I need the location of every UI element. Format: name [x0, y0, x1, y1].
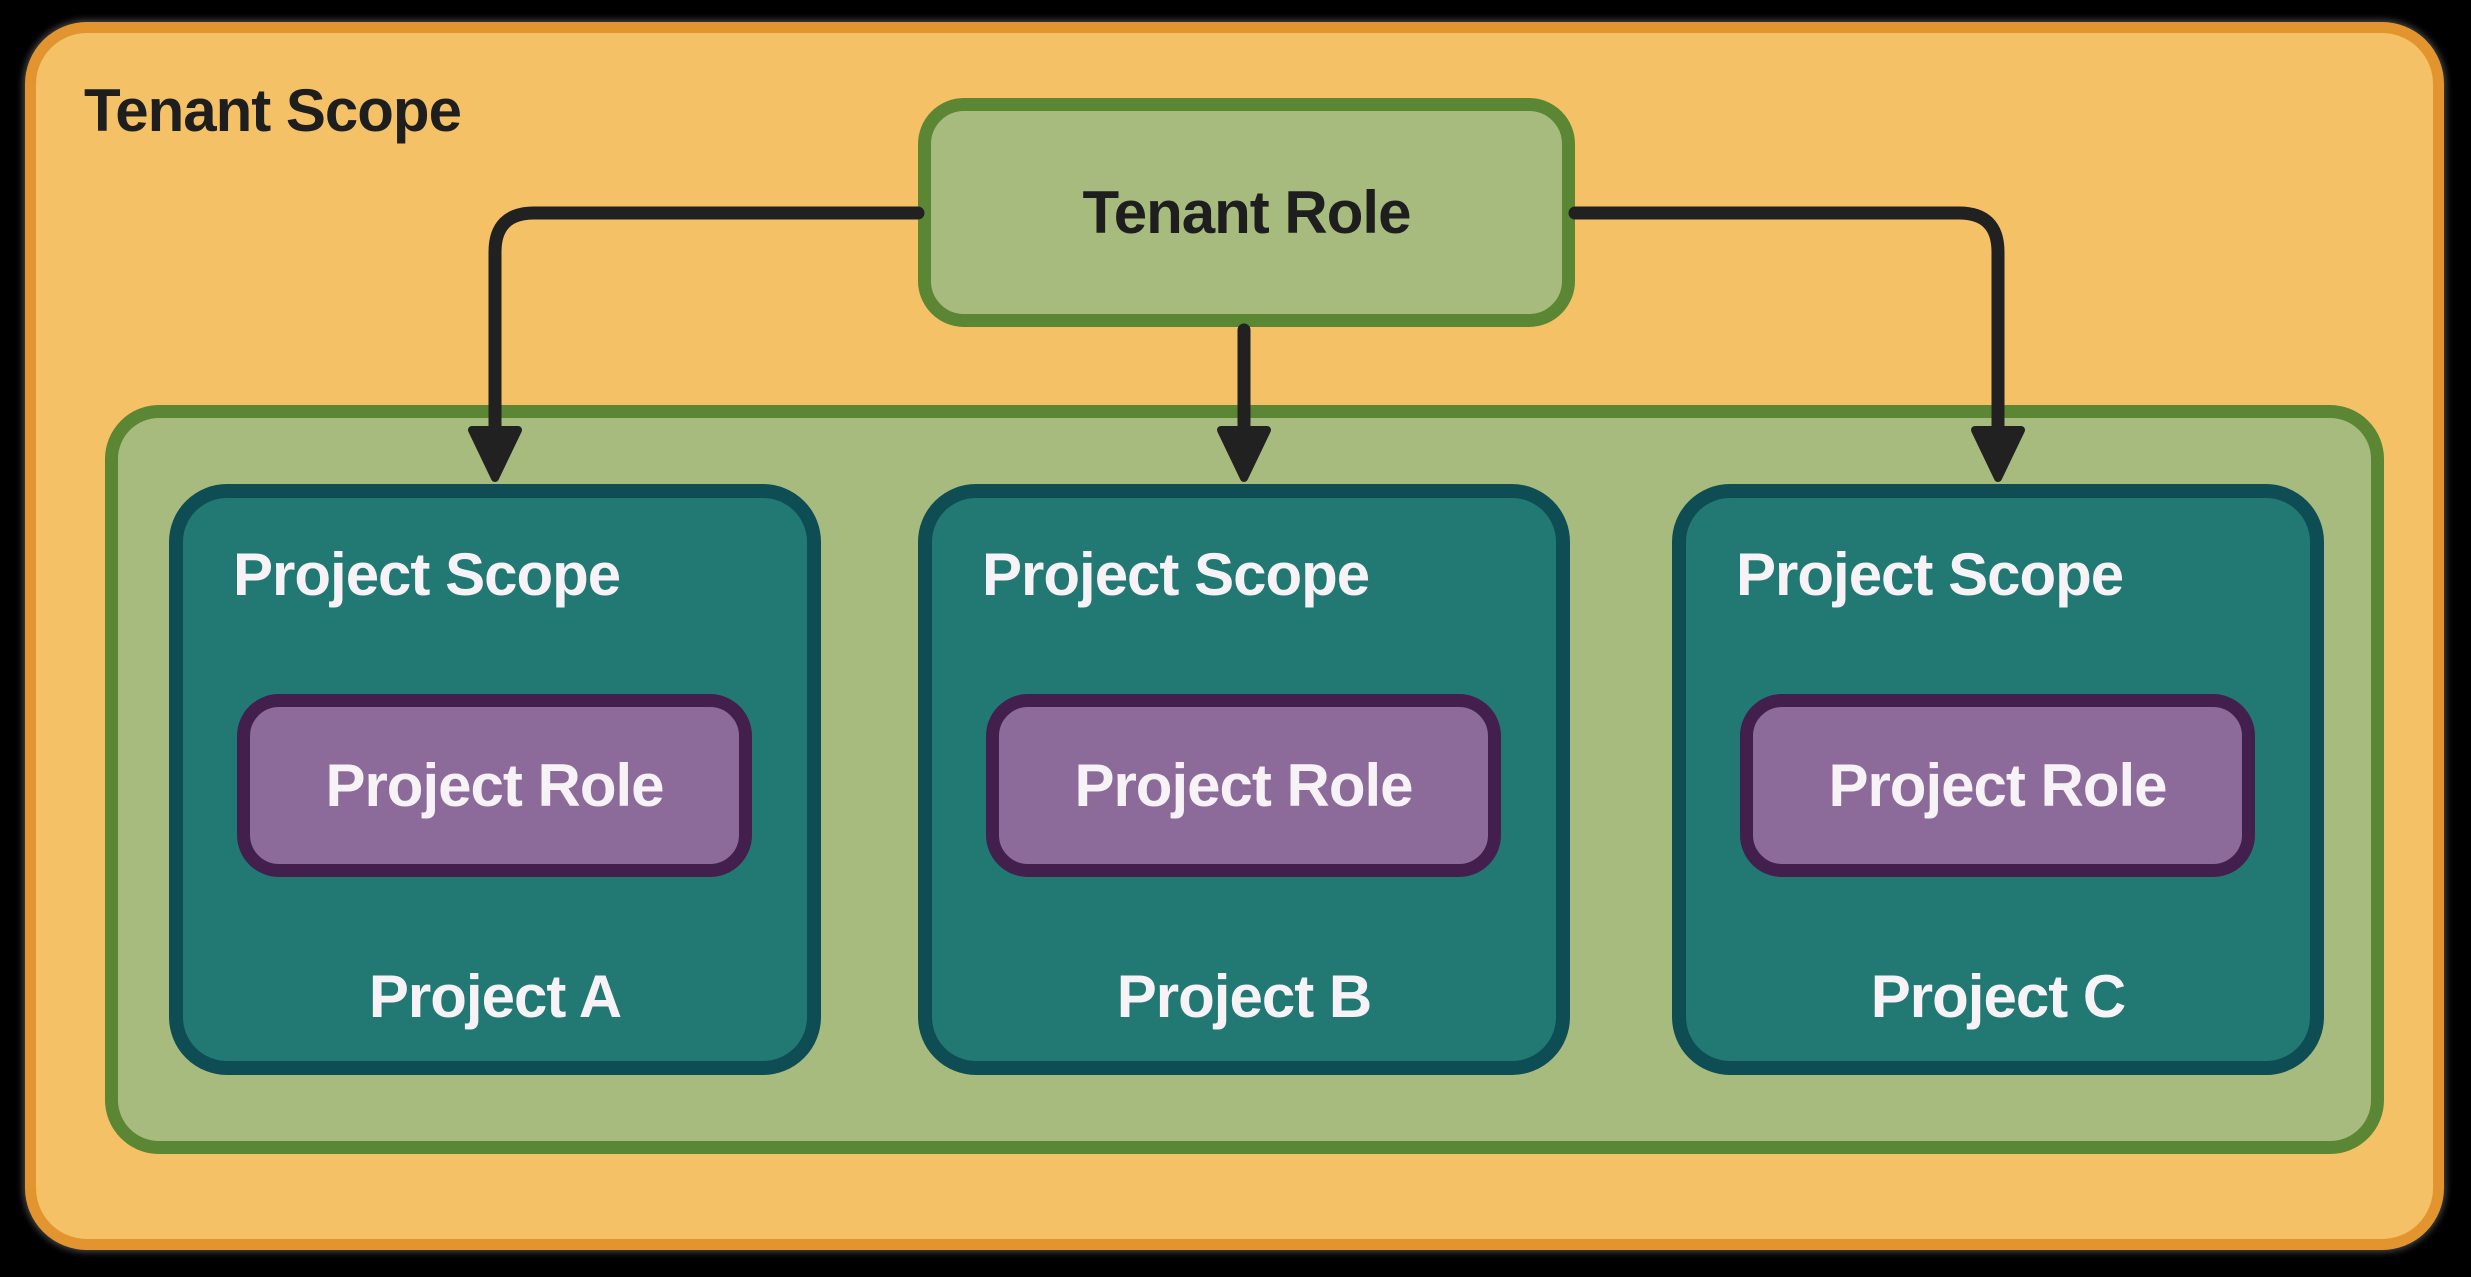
project-scope-box-c: Project Scope Project Role Project C — [1672, 484, 2324, 1075]
project-role-label-b: Project Role — [1074, 752, 1413, 819]
project-scope-label-c: Project Scope — [1736, 541, 2124, 608]
project-role-label-c: Project Role — [1828, 752, 2167, 819]
project-scope-label-b: Project Scope — [982, 541, 1370, 608]
project-name-b: Project B — [1116, 963, 1372, 1030]
tenant-role-label: Tenant Role — [1082, 179, 1412, 246]
project-role-box-a: Project Role — [237, 694, 752, 877]
tenant-role-box: Tenant Role — [918, 98, 1575, 327]
project-name-c: Project C — [1870, 963, 2126, 1030]
project-role-box-b: Project Role — [986, 694, 1501, 877]
project-scope-box-b: Project Scope Project Role Project B — [918, 484, 1570, 1075]
tenant-scope-label: Tenant Scope — [84, 77, 462, 144]
project-role-label-a: Project Role — [325, 752, 664, 819]
project-scope-box-a: Project Scope Project Role Project A — [169, 484, 821, 1075]
project-role-box-c: Project Role — [1740, 694, 2255, 877]
project-scope-label-a: Project Scope — [233, 541, 621, 608]
project-name-a: Project A — [368, 963, 622, 1030]
